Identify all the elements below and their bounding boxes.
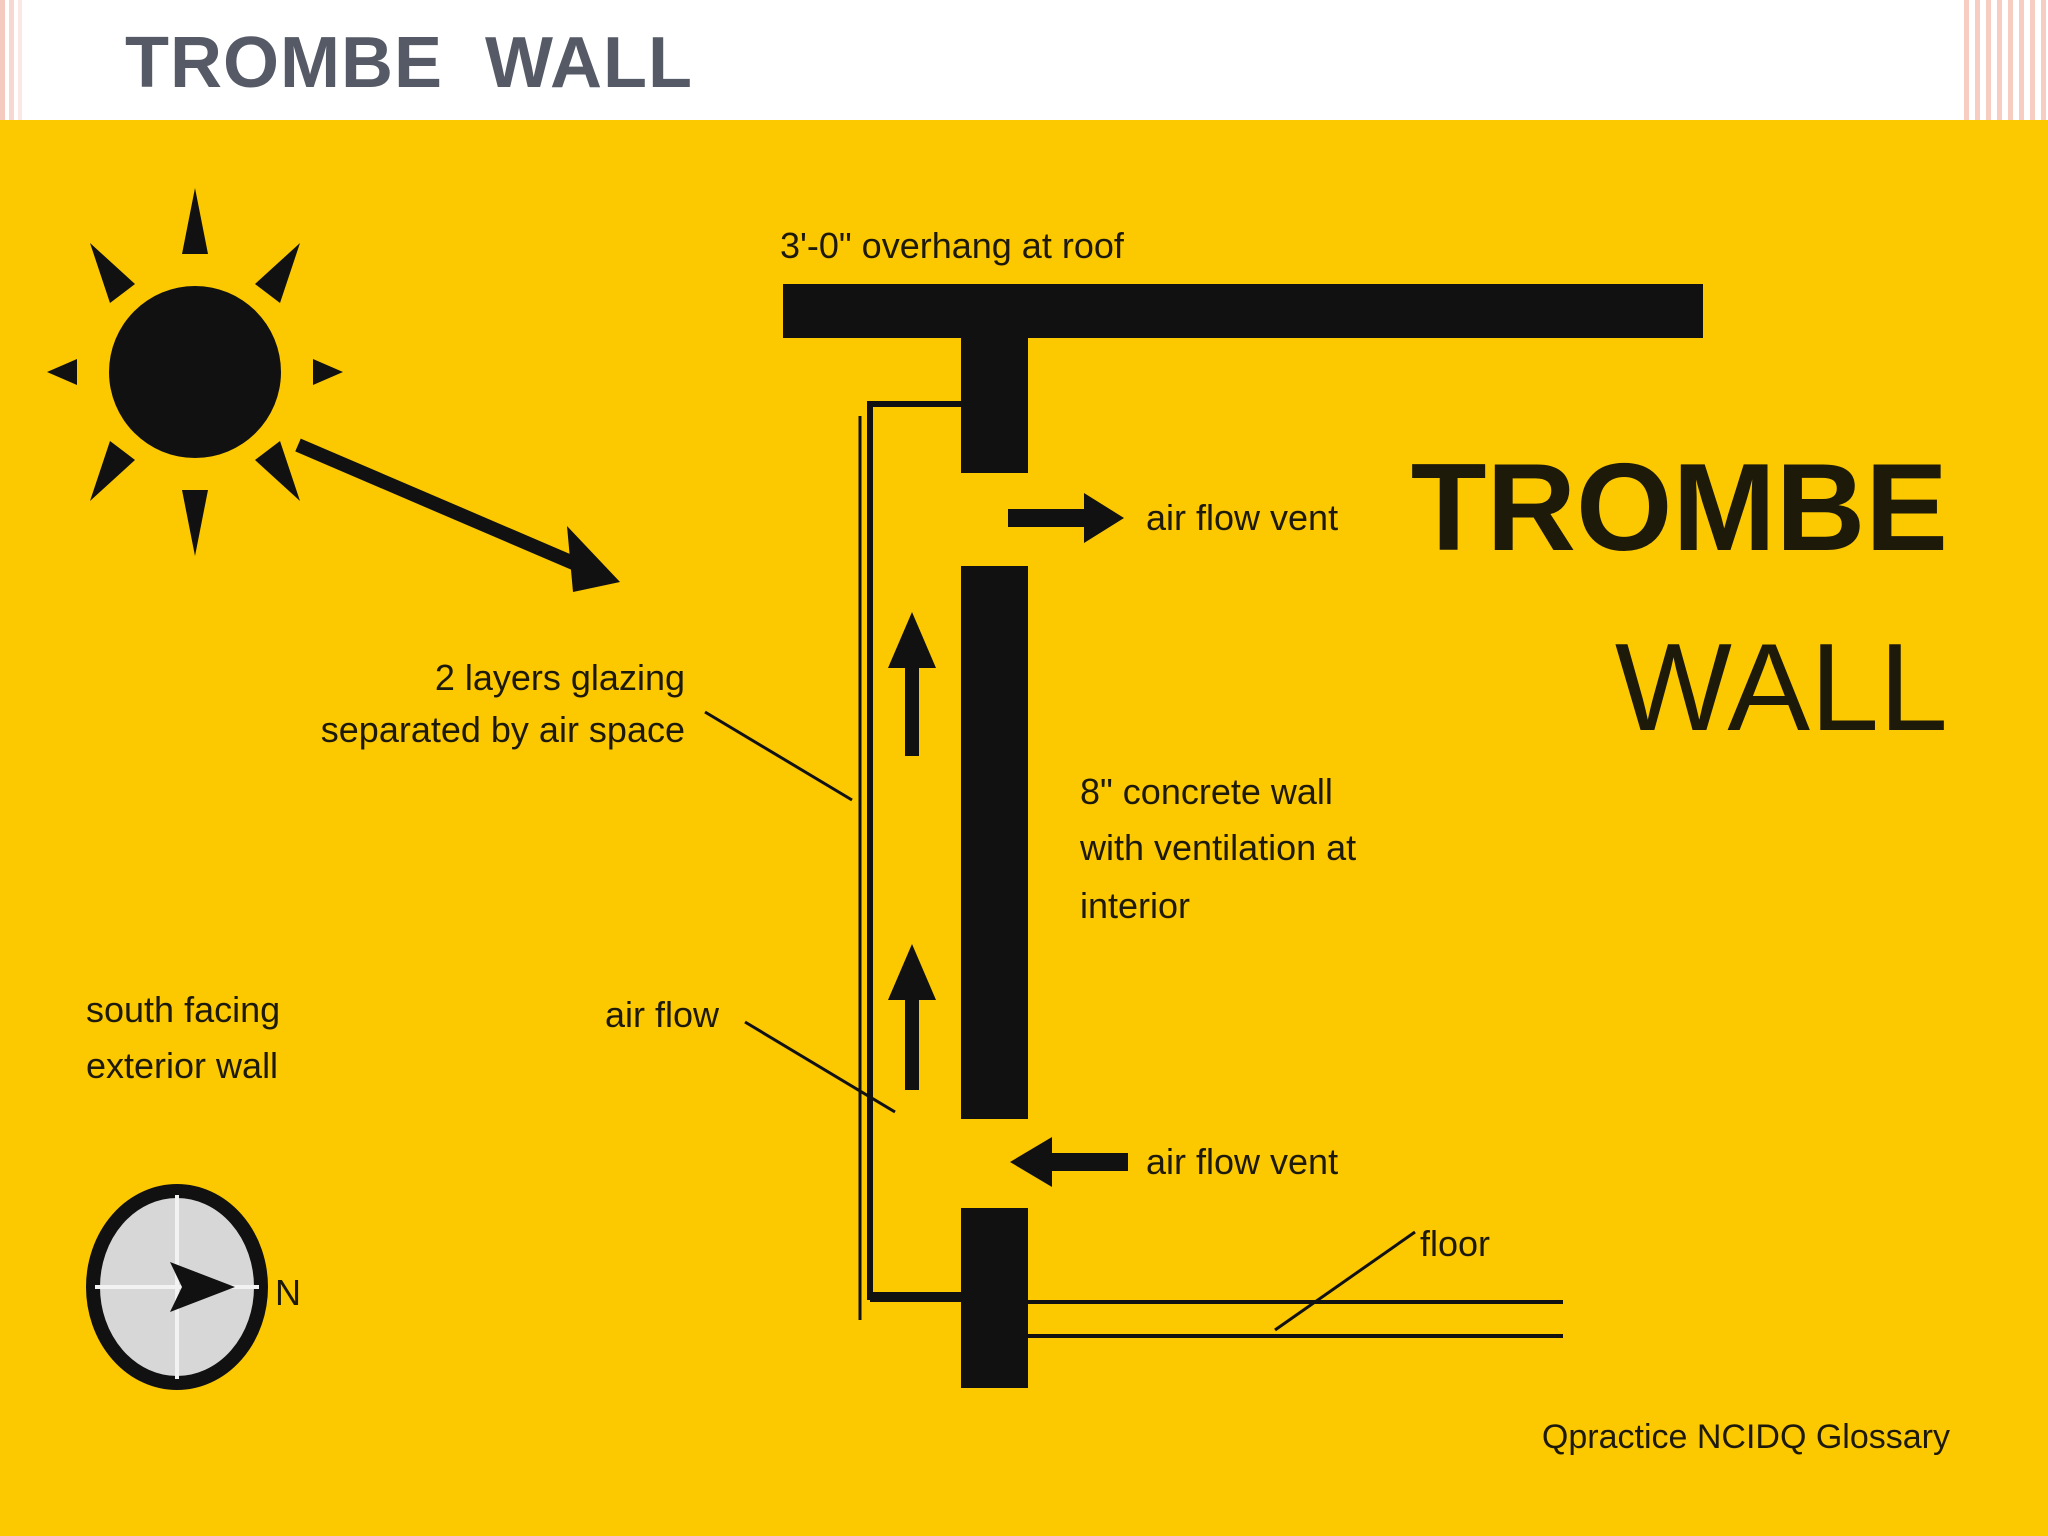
- airflow-up-arrow-icon: [888, 944, 936, 1090]
- airflow-label: air flow: [605, 994, 720, 1035]
- concrete-label-line2: with ventilation at: [1079, 827, 1356, 868]
- concrete-wall: [961, 566, 1028, 1119]
- vent-in-arrow-icon: [1010, 1137, 1128, 1187]
- airflow-leader-line: [744, 1020, 896, 1114]
- concrete-wall-upper: [961, 338, 1028, 473]
- diagram-heading-trombe: TROMBE: [1411, 439, 1948, 577]
- compass-icon: [86, 1184, 268, 1390]
- roof-overhang: [783, 284, 1703, 338]
- concrete-label-line3: interior: [1080, 885, 1190, 926]
- sun-icon: [47, 188, 343, 556]
- source-credit: Qpractice NCIDQ Glossary: [1542, 1418, 1950, 1456]
- south-facing-label-line1: south facing: [86, 989, 280, 1030]
- glazing-leader-line: [704, 710, 853, 802]
- compass-north-label: N: [275, 1272, 301, 1313]
- glazing-label-line2: separated by air space: [321, 709, 685, 750]
- right-edge-stripes: [1964, 0, 2048, 120]
- vent-out-arrow-icon: [1008, 493, 1124, 543]
- floor-leader-line: [1274, 1230, 1416, 1332]
- diagram-heading-wall: WALL: [1615, 619, 1948, 757]
- vent-top-label: air flow vent: [1146, 497, 1338, 538]
- south-facing-label-line2: exterior wall: [86, 1045, 278, 1086]
- glazing-label-line1: 2 layers glazing: [435, 657, 685, 698]
- trombe-wall-diagram: 3'-0" overhang at roof floor air flow ve…: [0, 120, 2048, 1536]
- vent-bottom-label: air flow vent: [1146, 1141, 1338, 1182]
- sun-ray-arrow-icon: [295, 438, 620, 592]
- slide-title: TROMBE WALL: [125, 23, 693, 103]
- concrete-wall-lower: [961, 1208, 1028, 1388]
- diagram-canvas: 3'-0" overhang at roof floor air flow ve…: [0, 120, 2048, 1536]
- airflow-up-arrow-icon: [888, 612, 936, 756]
- floor-label: floor: [1420, 1223, 1490, 1264]
- overhang-label: 3'-0" overhang at roof: [780, 225, 1125, 266]
- concrete-label-line1: 8" concrete wall: [1080, 771, 1333, 812]
- slide-header: TROMBE WALL: [0, 0, 2048, 120]
